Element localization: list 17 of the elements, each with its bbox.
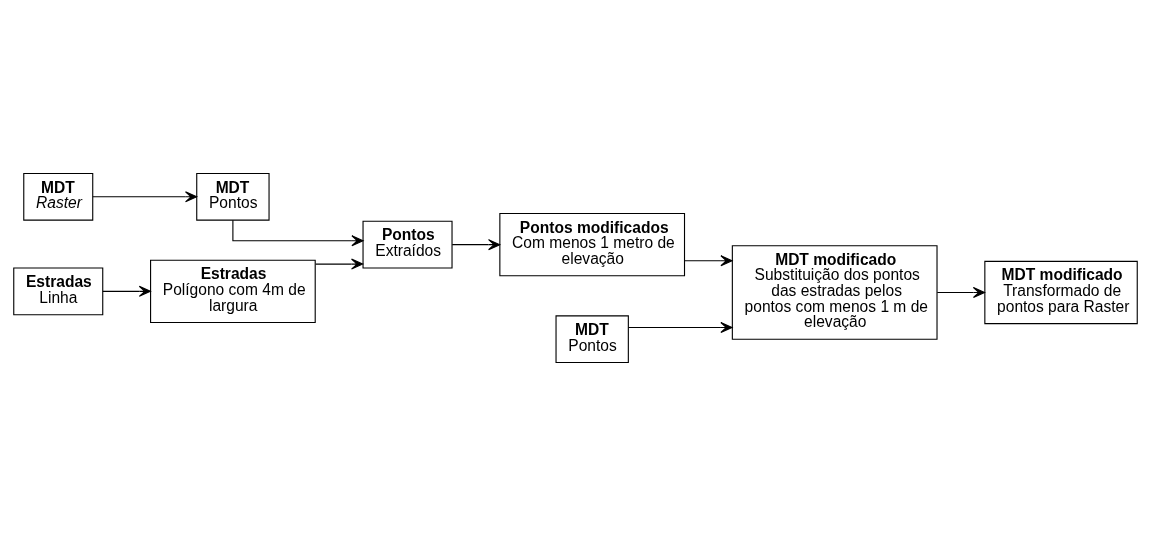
arrow (936, 286, 986, 298)
arrow (627, 321, 733, 333)
node-box: MDT Raster (23, 172, 94, 221)
node-box: Estradas Polígono com 4m de largura (150, 259, 316, 323)
arrow (684, 254, 733, 266)
node-box: Pontos Extraídos (362, 220, 453, 269)
arrow (451, 238, 501, 250)
node-box: MDT modificado Transformado de pontos para Raster (984, 260, 1138, 324)
arrow (315, 258, 364, 270)
arrow (92, 190, 198, 202)
arrow (232, 219, 364, 246)
node-box: MDT Pontos (196, 172, 270, 221)
node-box: MDT Pontos (555, 314, 629, 363)
node-box: Pontos modificados Com menos 1 metro de elevação (499, 212, 686, 276)
arrow (102, 285, 151, 297)
node-box: Estradas Linha (13, 266, 104, 315)
node-box: MDT modificado Substituição dos pontos das estradas pelos pontos com menos 1 m de elevação (731, 244, 938, 340)
